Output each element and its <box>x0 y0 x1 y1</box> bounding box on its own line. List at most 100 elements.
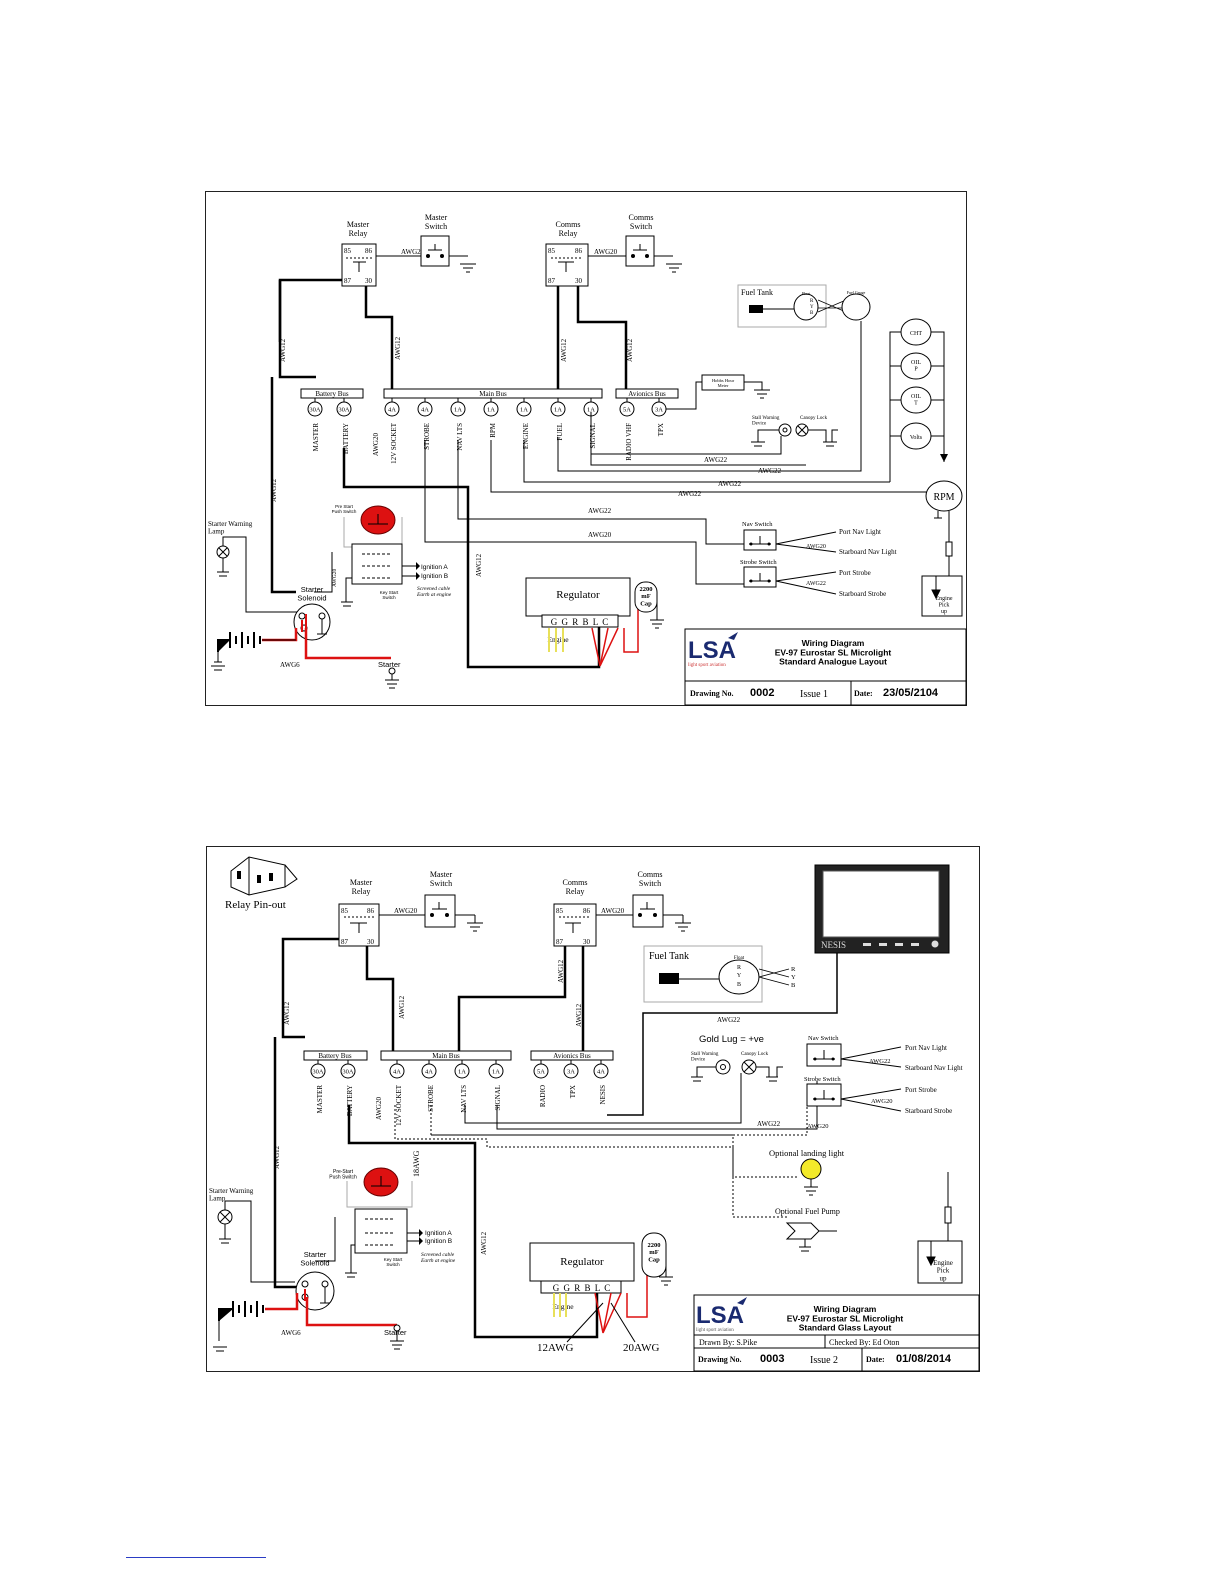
wire-label: AWG22 <box>678 490 702 498</box>
wire-label: AWG22 <box>758 467 782 475</box>
awg12-label: 12AWG <box>537 1342 573 1354</box>
breaker-rating: 1A <box>520 407 528 414</box>
b-wire: B <box>791 982 796 989</box>
pin-86: 86 <box>367 907 375 915</box>
pin-86: 86 <box>365 247 373 255</box>
breaker-rating: 4A <box>597 1069 605 1076</box>
issue: Issue 1 <box>800 689 828 700</box>
lsa-logo: LSA <box>696 1302 744 1329</box>
breaker-rating: 4A <box>388 407 396 414</box>
breaker-rating: 1A <box>587 407 595 414</box>
fuel-tank-label: Fuel Tank <box>649 951 689 962</box>
ignition-b: Ignition B <box>425 1238 452 1245</box>
ignition-b: Ignition B <box>421 573 448 580</box>
breaker-rating: 30A <box>309 407 321 414</box>
breaker-circuit-label: STROBE <box>423 423 431 450</box>
breaker-circuit-label: AWG20 <box>372 433 380 457</box>
breaker-circuit-label: SIGNAL <box>589 423 597 449</box>
pin-85: 85 <box>556 907 564 915</box>
battery-bus-label: Battery Bus <box>318 1052 352 1060</box>
date: 01/08/2014 <box>896 1353 952 1365</box>
wire-label: AWG22 <box>717 1016 741 1024</box>
wire-label: AWG12 <box>475 553 483 577</box>
wire-label: AWG12 <box>557 959 565 983</box>
breaker-circuit-label: MASTER <box>316 1085 324 1114</box>
nav-switch: Nav Switch Port Nav Light Starboard Nav … <box>742 521 897 556</box>
canopy-lock-label: Canopy Lock <box>800 416 828 421</box>
r-wire: R <box>791 966 796 973</box>
pin-87: 87 <box>341 938 349 946</box>
starter-label: Starter <box>384 1328 407 1337</box>
wire-label: AWG20 <box>871 1098 893 1105</box>
y-label: Y <box>737 973 742 979</box>
lsa-logo-sub: light sport aviation <box>688 663 726 668</box>
regulator: Regulator G G R B L C Engine <box>525 577 639 667</box>
date: 23/05/2104 <box>883 687 939 699</box>
breaker-rating: 1A <box>487 407 495 414</box>
breaker-circuit-label: RADIO <box>539 1085 547 1107</box>
wire-label: AWG22 <box>757 1120 781 1128</box>
lsa-logo: LSA <box>688 637 736 664</box>
starboard-nav-light: Starboard Nav Light <box>839 548 897 556</box>
pin-85: 85 <box>344 247 352 255</box>
wire-label: AWG12 <box>283 1001 291 1025</box>
fuel-tank-label: Fuel Tank <box>741 288 773 297</box>
breaker-circuit-label: FUEL <box>556 423 564 441</box>
breaker-circuit-label: SIGNAL <box>494 1085 502 1111</box>
r-label: R <box>737 965 741 971</box>
breaker-rating: 3A <box>655 407 663 414</box>
rpm-label: RPM <box>933 492 954 503</box>
engine-label: Engine <box>552 1302 574 1311</box>
breaker-circuit-label: ENGINE <box>522 423 530 449</box>
pin-30: 30 <box>365 277 373 285</box>
port-nav-light: Port Nav Light <box>905 1044 947 1052</box>
breaker-circuit-label: NESIS <box>599 1085 607 1105</box>
wire-label: AWG12 <box>394 336 402 360</box>
battery <box>213 1293 299 1352</box>
regulator-pins: G G R B L C <box>551 617 609 627</box>
nesis-display[interactable]: NESIS <box>607 864 950 1116</box>
wire-label: AWG22 <box>806 581 826 587</box>
fuel-tank: Fuel Tank Float R Y B R Y B <box>643 945 796 1003</box>
relay-pinout: Relay Pin-out <box>225 856 298 911</box>
breaker-circuit-label: TPX <box>569 1085 577 1098</box>
battery <box>211 628 298 671</box>
breaker-rating: 4A <box>421 407 429 414</box>
y-label: Y <box>810 305 814 310</box>
battery-bus <box>303 1050 368 1061</box>
wire-label: AWG12 <box>270 478 278 502</box>
wire-label: AWG20 <box>594 248 618 256</box>
r-label: R <box>810 299 814 304</box>
breaker-rating: 4A <box>425 1069 433 1076</box>
breaker-rating: 30A <box>338 407 350 414</box>
pin-86: 86 <box>575 247 583 255</box>
avionics-bus <box>530 1050 614 1061</box>
strobe-switch-label: Strobe Switch <box>740 559 777 566</box>
strobe-switch: Strobe Switch Port Strobe Starboard Stro… <box>740 559 886 598</box>
